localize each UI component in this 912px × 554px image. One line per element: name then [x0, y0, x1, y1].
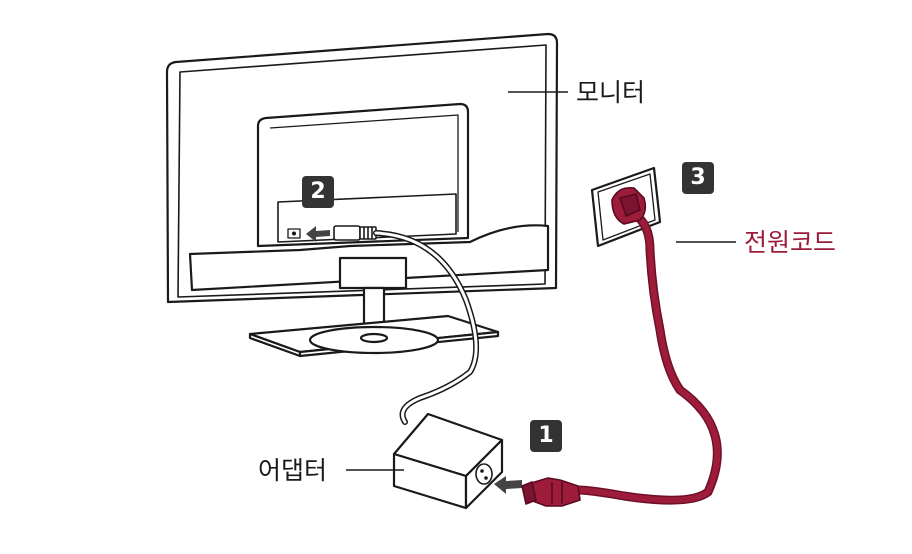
dc-plug: [333, 225, 377, 241]
monitor-bevel: [177, 44, 547, 298]
monitor-neck-block: [338, 256, 408, 290]
monitor-label: 모니터: [576, 78, 646, 107]
power-cord-label: 전원코드: [744, 228, 837, 257]
adapter-label: 어댑터: [258, 456, 328, 485]
step-badge-1: 1: [530, 420, 562, 452]
dc-jack-dot-icon: [292, 231, 296, 236]
monitor: [165, 32, 559, 358]
power-cord: [573, 209, 722, 505]
insert-arrow-icon: [306, 226, 330, 242]
outlet-plate-inner: [597, 173, 656, 241]
adapter-plug: [521, 477, 581, 507]
stand-disk-hub: [359, 332, 389, 344]
adapter-cable: [373, 230, 480, 425]
step-badge-2: 2: [302, 176, 334, 208]
base-bar-top-edge: [189, 241, 471, 255]
adapter-insert-arrow-icon: [494, 476, 522, 494]
rear-housing-inner: [269, 114, 459, 232]
outlet-plug: [611, 186, 647, 225]
adapter-ac-inlet: [475, 463, 493, 485]
adapter-inlet-pin-a: [480, 469, 484, 473]
adapter: [392, 412, 504, 510]
adapter-inlet-pin-b: [484, 476, 488, 480]
step-badge-3: 3: [682, 162, 714, 194]
